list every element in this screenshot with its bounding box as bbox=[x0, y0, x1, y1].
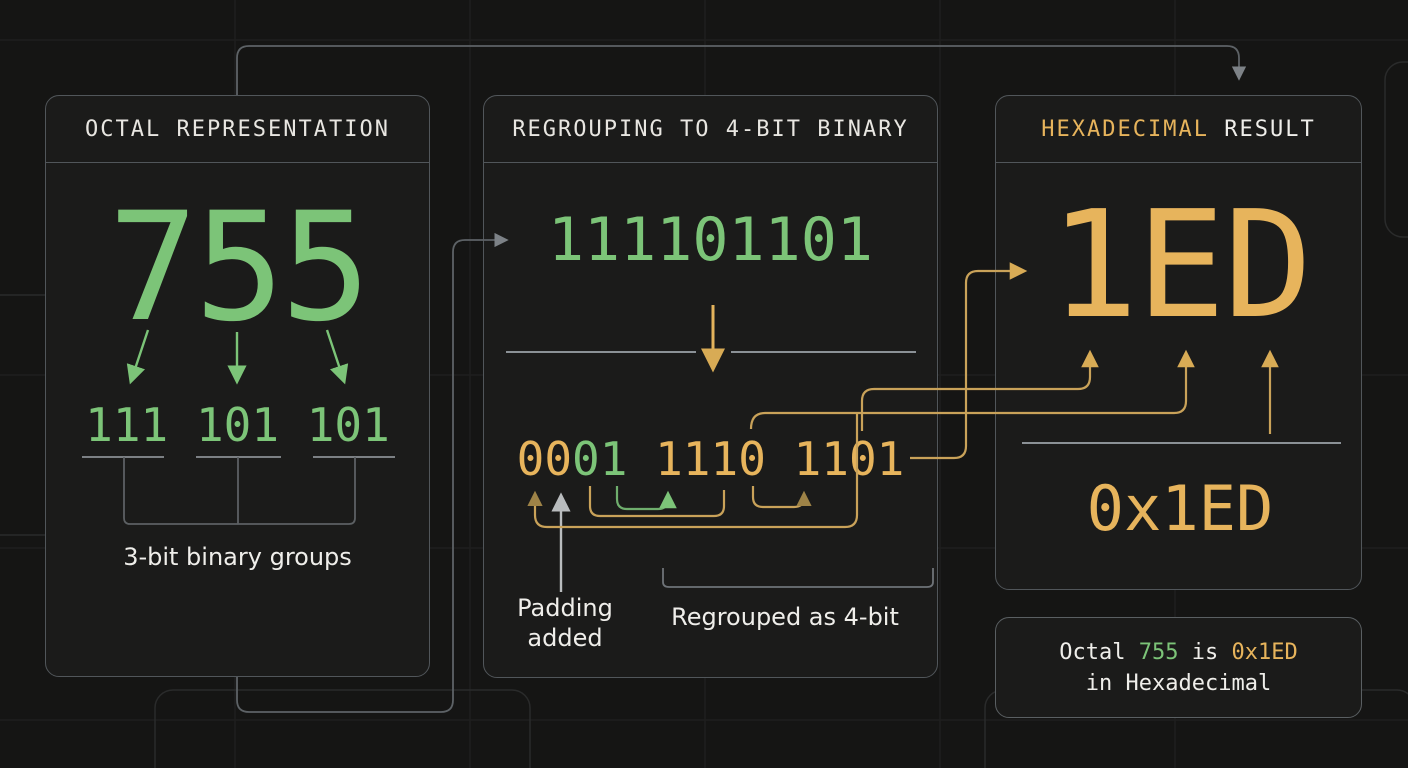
panel-hex-result: HEXADECIMAL RESULT bbox=[995, 95, 1362, 590]
octal-value: 755 bbox=[108, 180, 371, 355]
summary-line1: Octal 755 is 0x1ED bbox=[1059, 639, 1298, 665]
bit-groups-caption: 3-bit binary groups bbox=[123, 543, 352, 571]
panel-hex-title: HEXADECIMAL RESULT bbox=[996, 96, 1361, 163]
octal-bit-groups: 111 101 101 bbox=[85, 398, 390, 452]
hex-literal: 0x1ED bbox=[1086, 471, 1274, 545]
summary-line2: in Hexadecimal bbox=[1085, 670, 1272, 696]
padding-label-line2: added bbox=[527, 624, 603, 652]
panel-octal-title: OCTAL REPRESENTATION bbox=[46, 96, 429, 163]
regrouped-label: Regrouped as 4-bit bbox=[671, 603, 899, 631]
panel-regrouping: REGROUPING TO 4-BIT BINARY bbox=[483, 95, 938, 678]
padding-label-line1: Padding bbox=[517, 594, 613, 622]
hex-result-value: 1ED bbox=[1049, 179, 1312, 351]
panel-regrouping-title: REGROUPING TO 4-BIT BINARY bbox=[484, 96, 937, 163]
summary-box: Octal 755 is 0x1ED in Hexadecimal bbox=[995, 617, 1362, 718]
padding-label: Padding added bbox=[490, 592, 640, 654]
binary-string: 111101101 bbox=[547, 205, 874, 275]
